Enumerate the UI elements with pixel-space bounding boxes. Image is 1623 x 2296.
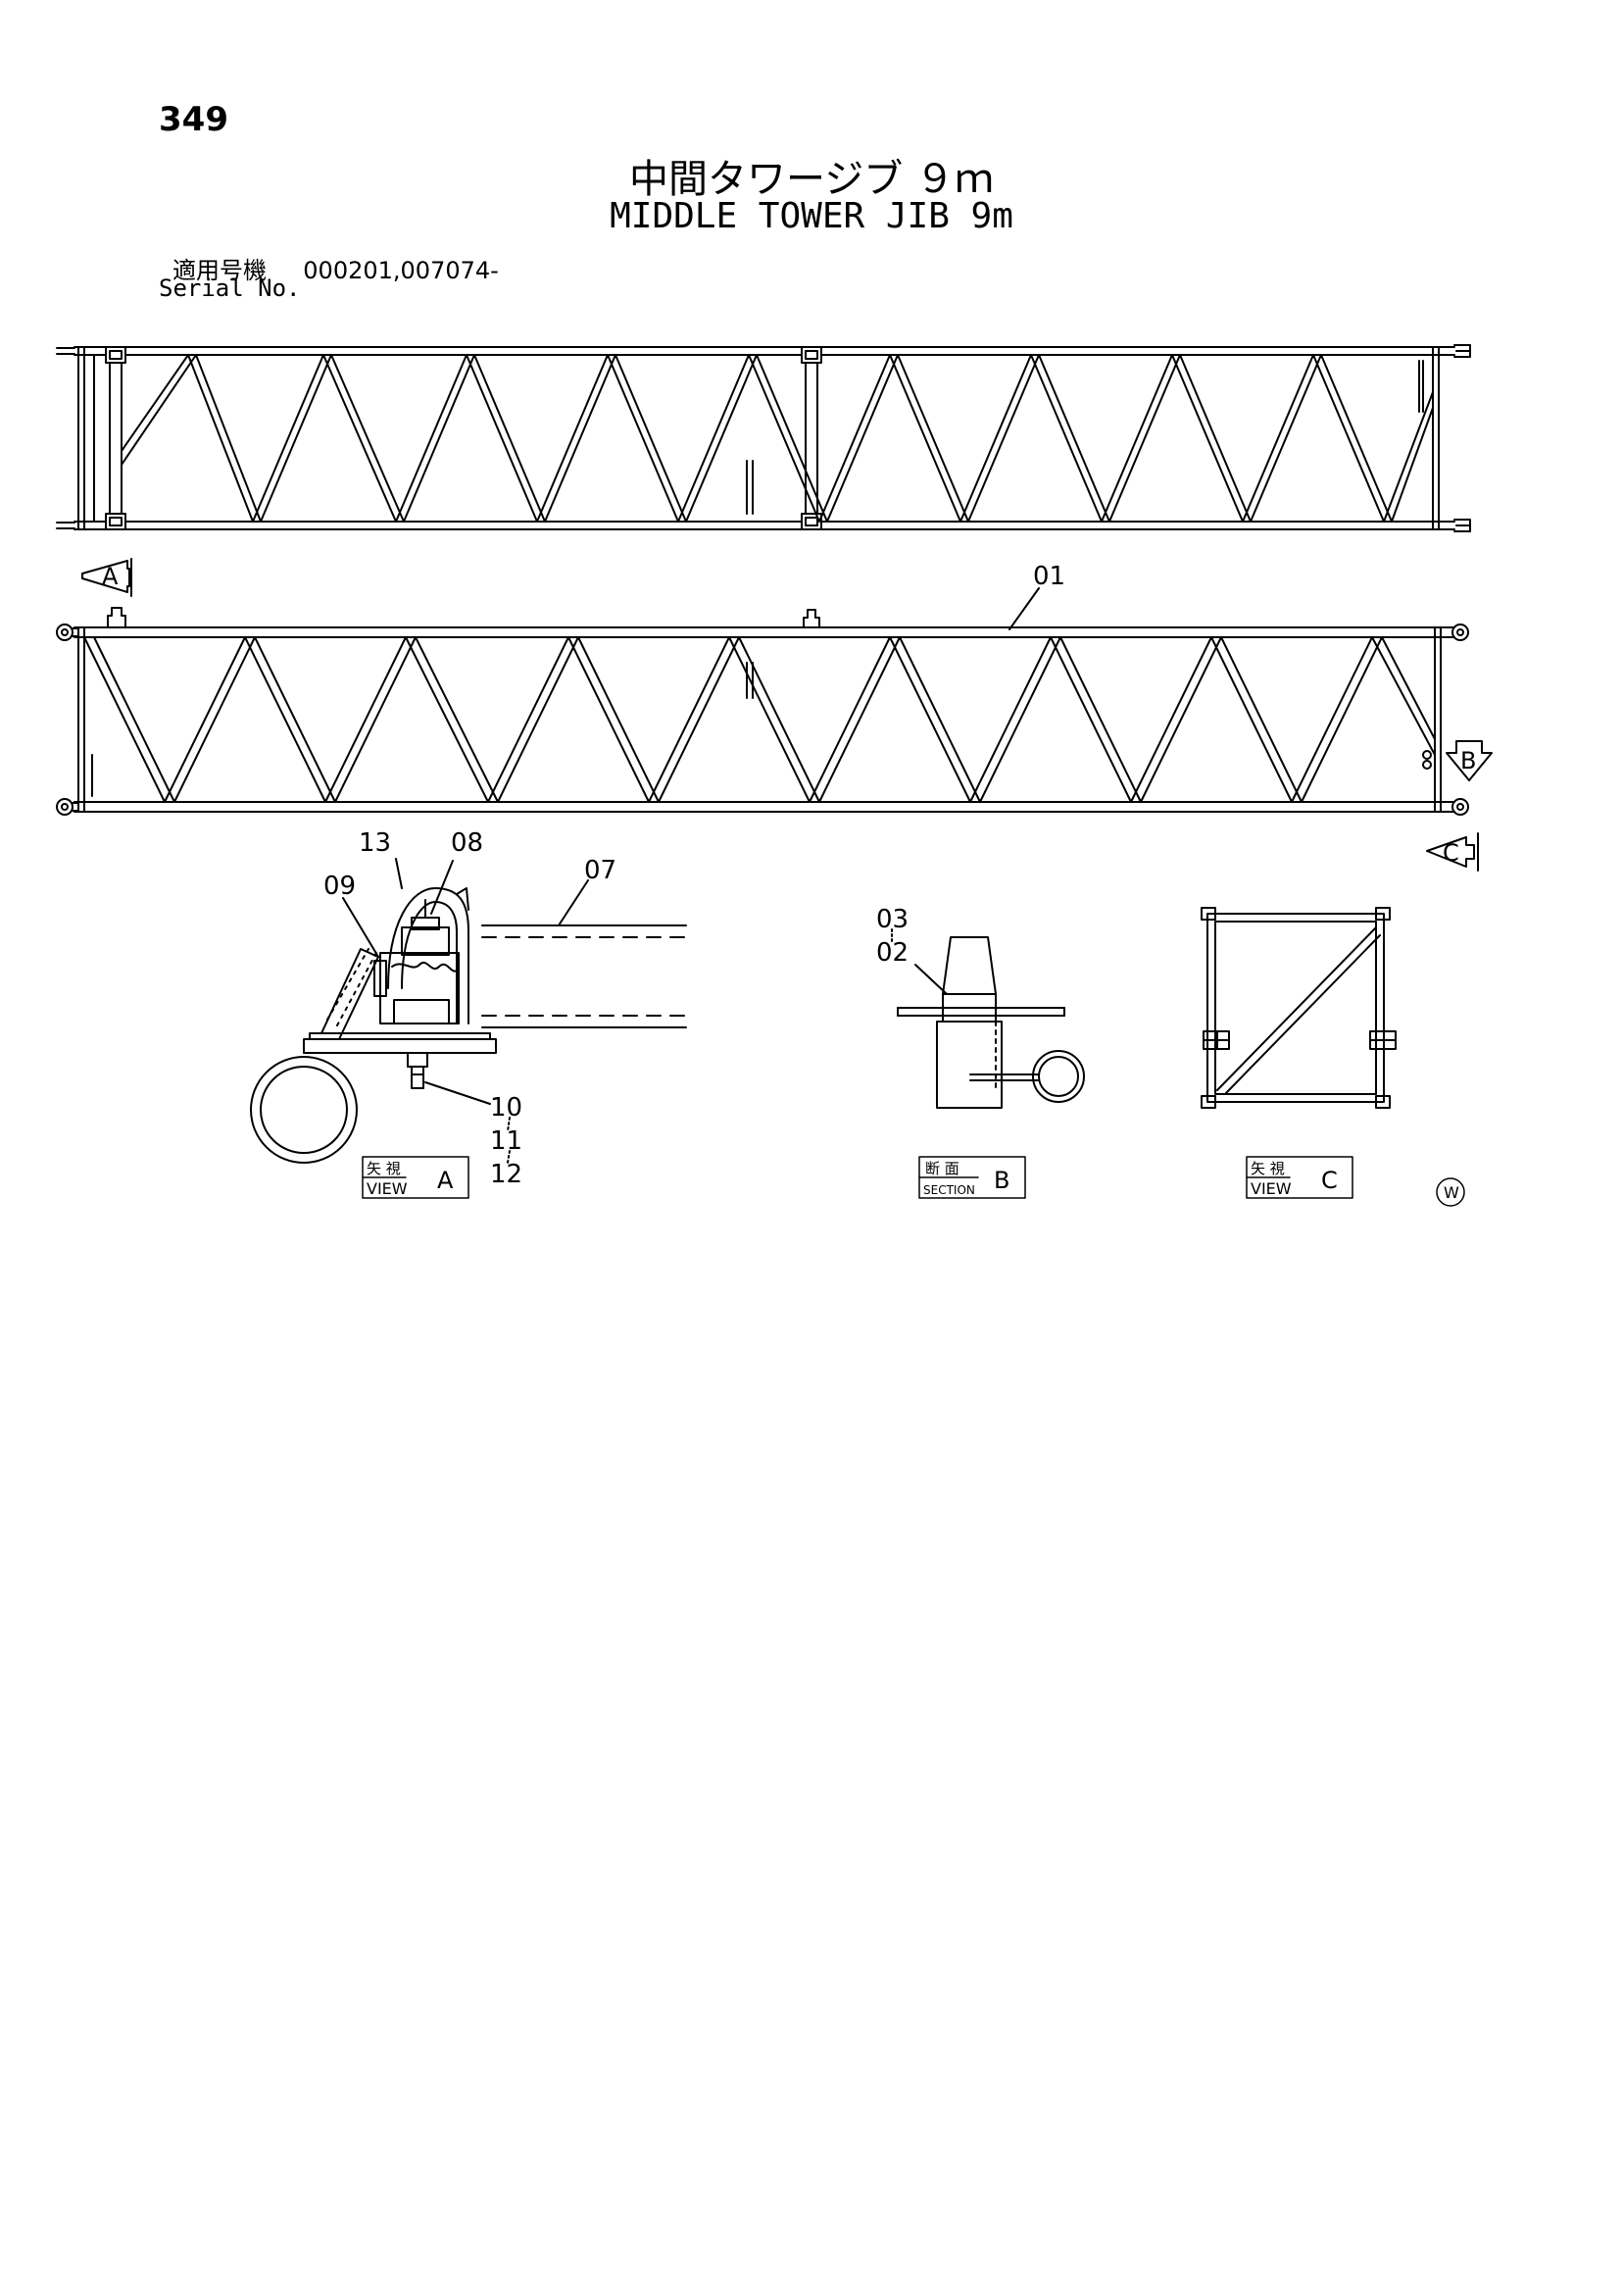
section-b-label-english: SECTION (923, 1183, 975, 1197)
view-c-label-english: VIEW (1251, 1179, 1292, 1198)
view-c-arrow (1426, 832, 1479, 872)
detail-view-c (1201, 907, 1397, 1109)
serial-label-japanese: 適用号機 (172, 257, 267, 284)
part-number-12: 12 (490, 1160, 522, 1189)
view-a-label-letter: A (437, 1167, 454, 1194)
view-marker-c: C (1443, 839, 1459, 867)
part-number-01: 01 (1033, 562, 1065, 591)
view-a-label-japanese: 矢 視 (367, 1160, 401, 1177)
view-c-label-letter: C (1321, 1167, 1338, 1194)
view-a-label-english: VIEW (367, 1179, 408, 1198)
jib-side-view (56, 607, 1469, 816)
jib-top-view (56, 344, 1471, 532)
title-japanese: 中間タワージブ ９ｍ (629, 157, 994, 202)
view-b-arrow (1446, 740, 1493, 781)
view-a-arrow (81, 558, 132, 597)
detail-section-b (891, 928, 1085, 1109)
corner-mark: W (1444, 1183, 1459, 1202)
part-number-13: 13 (359, 828, 391, 858)
view-c-label-japanese: 矢 視 (1251, 1160, 1285, 1177)
part-number-07: 07 (584, 856, 616, 885)
view-marker-b: B (1460, 747, 1476, 774)
part-number-10: 10 (490, 1093, 522, 1123)
part-number-09: 09 (323, 872, 356, 901)
page-number: 349 (159, 100, 228, 139)
part-number-03: 03 (876, 905, 909, 934)
section-b-label-japanese: 断 面 (925, 1160, 959, 1177)
detail-view-a (250, 858, 687, 1164)
serial-label-english: Serial No. (159, 275, 301, 302)
part-number-02: 02 (876, 938, 909, 968)
title-english: MIDDLE TOWER JIB 9m (610, 196, 1013, 236)
section-b-label-letter: B (994, 1167, 1009, 1194)
part-number-11: 11 (490, 1126, 522, 1156)
serial-row: 適用号機 000201,007074- (172, 251, 499, 285)
view-marker-a: A (102, 563, 119, 590)
serial-value: 000201,007074- (303, 257, 499, 284)
part-number-08: 08 (451, 828, 483, 858)
